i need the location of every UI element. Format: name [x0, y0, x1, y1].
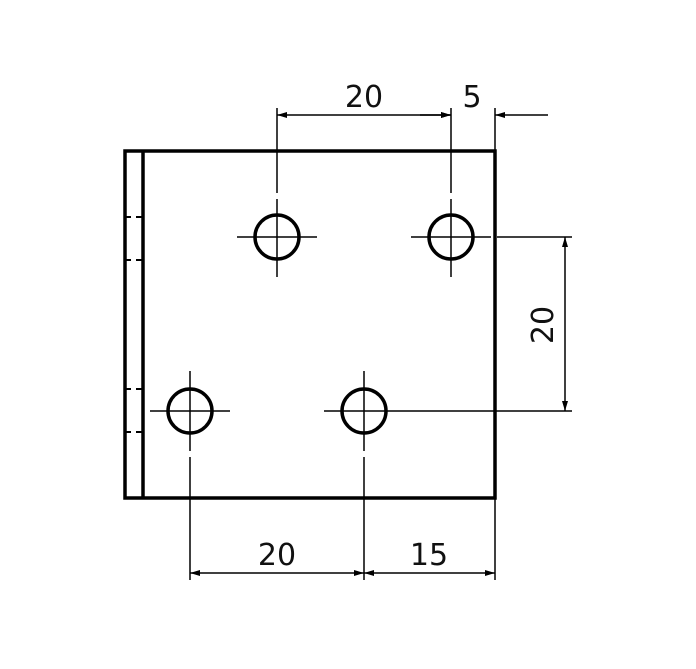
label-bottom-hole-spacing: 20: [258, 538, 296, 573]
plate-outline: [123, 149, 497, 500]
dimension-lines: [190, 112, 568, 576]
center-lines: [150, 108, 572, 580]
holes: [166, 213, 475, 435]
label-top-edge-offset: 5: [462, 80, 481, 115]
hidden-lines: [125, 216, 143, 433]
label-right-vertical-spacing: 20: [526, 306, 561, 344]
label-top-hole-spacing: 20: [345, 80, 383, 115]
label-bottom-edge-offset: 15: [410, 538, 448, 573]
